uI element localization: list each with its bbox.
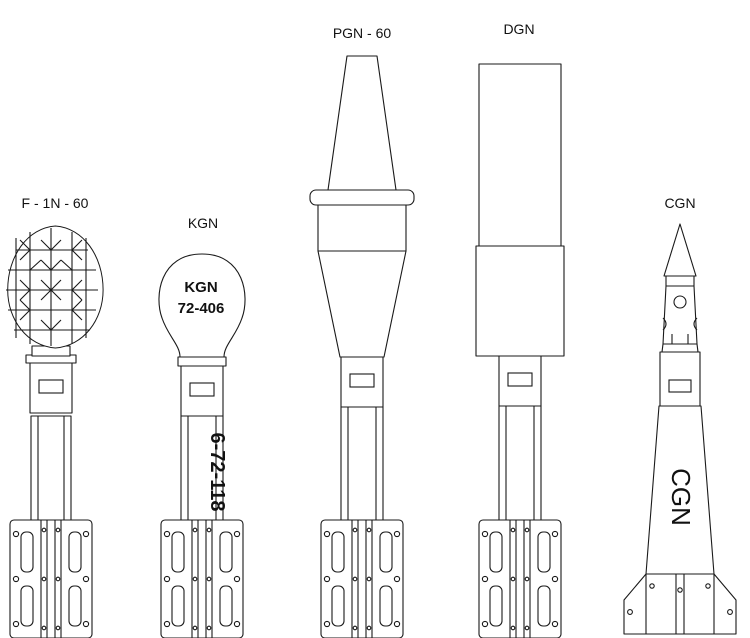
fragmentation-body (6, 225, 104, 349)
label-pgn60: PGN - 60 (333, 25, 392, 41)
label-kgn: KGN (188, 215, 218, 231)
grenade-cgn: CGN CGN (623, 195, 737, 635)
cgn-body-marking: CGN (666, 468, 696, 526)
grenade-pgn60: PGN - 60 (309, 25, 415, 638)
grenade-kgn: KGN 6-72-118 KGN 72-406 (158, 215, 246, 638)
grenade-f1n60: F - 1N - 60 (6, 195, 104, 638)
label-dgn: DGN (503, 21, 534, 37)
label-f1n60: F - 1N - 60 (22, 195, 89, 211)
kgn-tube-marking: 6-72-118 (206, 433, 228, 512)
label-cgn: CGN (664, 195, 695, 211)
kgn-head-line2: 72-406 (178, 300, 225, 317)
grenade-dgn: DGN (475, 21, 565, 638)
kgn-head-line1: KGN (184, 279, 217, 296)
